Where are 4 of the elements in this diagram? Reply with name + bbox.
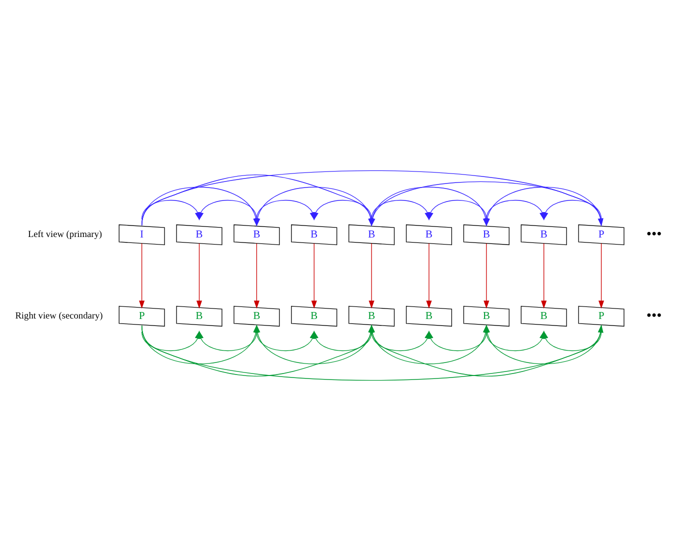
label: Left view (primary) xyxy=(28,230,102,240)
label: ••• xyxy=(646,226,662,242)
label: ••• xyxy=(646,307,662,324)
label: Right view (secondary) xyxy=(15,311,103,322)
